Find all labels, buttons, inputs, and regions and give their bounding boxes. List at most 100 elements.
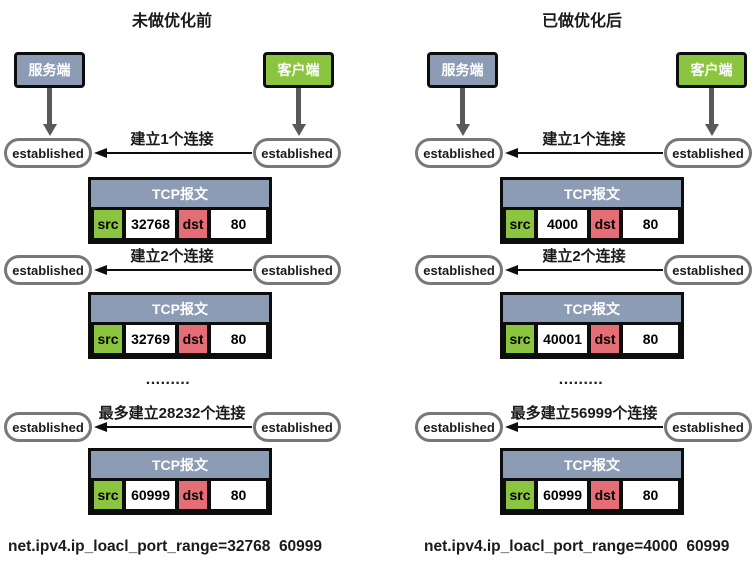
src-cell: src: [506, 325, 534, 353]
established-oval-client-1: established: [664, 138, 752, 168]
src-cell: src: [506, 481, 534, 509]
tcp-row: src 4000 dst 80: [503, 207, 681, 241]
connection-count-label-2: 建立2个连接: [130, 248, 214, 265]
arrow-stem: [47, 88, 52, 124]
arrow-head-left-icon: [94, 148, 107, 158]
sysctl-command-text: net.ipv4.ip_loacl_port_range=32768 60999: [8, 538, 323, 555]
established-oval-server-1: established: [4, 138, 92, 168]
established-label: established: [423, 262, 495, 278]
connection-count-label-1: 建立1个连接: [542, 131, 626, 148]
arrow-head-left-icon: [505, 265, 518, 275]
dst-port-cell: 80: [623, 210, 678, 238]
established-oval-server-2: established: [415, 255, 503, 285]
established-oval-client-1: established: [253, 138, 341, 168]
established-oval-server-3: established: [415, 412, 503, 442]
arrow-line: [518, 152, 663, 154]
established-label: established: [672, 419, 744, 435]
tcp-packet-box-3: TCP报文 src 60999 dst 80: [88, 448, 272, 515]
arrow-head-left-icon: [505, 422, 518, 432]
established-label: established: [423, 145, 495, 161]
ellipsis-dots: .........: [145, 371, 191, 388]
tcp-header: TCP报文: [91, 180, 269, 207]
dst-cell: dst: [591, 325, 620, 353]
ellipsis-dots: .........: [558, 371, 604, 388]
established-label: established: [672, 145, 744, 161]
client-label: 客户端: [277, 62, 320, 78]
established-label: established: [261, 145, 333, 161]
established-label: established: [261, 419, 333, 435]
src-port-cell: 60999: [538, 481, 588, 509]
established-label: established: [261, 262, 333, 278]
arrow-stem: [709, 88, 714, 124]
established-label: established: [423, 419, 495, 435]
connection-arrow-1: [505, 147, 663, 159]
tcp-packet-box-1: TCP报文 src 4000 dst 80: [500, 177, 684, 244]
dst-cell: dst: [179, 325, 208, 353]
established-oval-server-3: established: [4, 412, 92, 442]
established-oval-server-2: established: [4, 255, 92, 285]
tcp-row: src 32768 dst 80: [91, 207, 269, 241]
connection-count-label-1: 建立1个连接: [130, 131, 214, 148]
connection-arrow-2: [505, 264, 663, 276]
established-label: established: [12, 145, 84, 161]
dst-port-cell: 80: [623, 325, 678, 353]
dst-cell: dst: [179, 210, 208, 238]
arrow-head-down-icon: [704, 124, 719, 136]
panel-title-before: 未做优化前: [131, 13, 213, 30]
established-oval-client-3: established: [664, 412, 752, 442]
server-node: 服务端: [14, 52, 85, 88]
established-label: established: [12, 419, 84, 435]
src-cell: src: [94, 481, 122, 509]
tcp-header: TCP报文: [503, 180, 681, 207]
src-cell: src: [94, 210, 122, 238]
tcp-row: src 60999 dst 80: [503, 478, 681, 512]
connection-arrow-3: [505, 421, 663, 433]
client-down-arrow: [704, 88, 719, 136]
dst-cell: dst: [591, 481, 620, 509]
arrow-stem: [460, 88, 465, 124]
arrow-head-left-icon: [94, 265, 107, 275]
tcp-packet-box-2: TCP报文 src 32769 dst 80: [88, 292, 272, 359]
connection-count-label-3: 最多建立28232个连接: [98, 405, 246, 422]
arrow-head-down-icon: [455, 124, 470, 136]
established-label: established: [12, 262, 84, 278]
established-oval-client-2: established: [664, 255, 752, 285]
dst-cell: dst: [179, 481, 208, 509]
dst-cell: dst: [591, 210, 620, 238]
tcp-row: src 32769 dst 80: [91, 322, 269, 356]
tcp-header: TCP报文: [91, 451, 269, 478]
arrow-head-left-icon: [94, 422, 107, 432]
tcp-packet-box-1: TCP报文 src 32768 dst 80: [88, 177, 272, 244]
connection-count-label-3: 最多建立56999个连接: [510, 405, 658, 422]
connection-arrow-1: [94, 147, 252, 159]
src-port-cell: 4000: [538, 210, 588, 238]
tcp-packet-box-3: TCP报文 src 60999 dst 80: [500, 448, 684, 515]
server-label: 服务端: [441, 62, 484, 78]
connection-arrow-2: [94, 264, 252, 276]
established-oval-client-2: established: [253, 255, 341, 285]
arrow-head-left-icon: [505, 148, 518, 158]
arrow-line: [518, 426, 663, 428]
src-port-cell: 60999: [126, 481, 176, 509]
arrow-head-down-icon: [291, 124, 306, 136]
client-node: 客户端: [263, 52, 334, 88]
dst-port-cell: 80: [623, 481, 678, 509]
arrow-line: [107, 426, 252, 428]
dst-port-cell: 80: [211, 325, 266, 353]
client-label: 客户端: [690, 62, 733, 78]
connection-arrow-3: [94, 421, 252, 433]
established-oval-server-1: established: [415, 138, 503, 168]
src-port-cell: 32768: [126, 210, 176, 238]
arrow-line: [107, 269, 252, 271]
client-down-arrow: [291, 88, 306, 136]
established-label: established: [672, 262, 744, 278]
panel-title-after: 已做优化后: [541, 13, 623, 30]
src-port-cell: 32769: [126, 325, 176, 353]
src-port-cell: 40001: [538, 325, 588, 353]
arrow-line: [107, 152, 252, 154]
sysctl-command-text: net.ipv4.ip_loacl_port_range=4000 60999: [424, 538, 730, 555]
src-cell: src: [94, 325, 122, 353]
tcp-row: src 60999 dst 80: [91, 478, 269, 512]
dst-port-cell: 80: [211, 481, 266, 509]
